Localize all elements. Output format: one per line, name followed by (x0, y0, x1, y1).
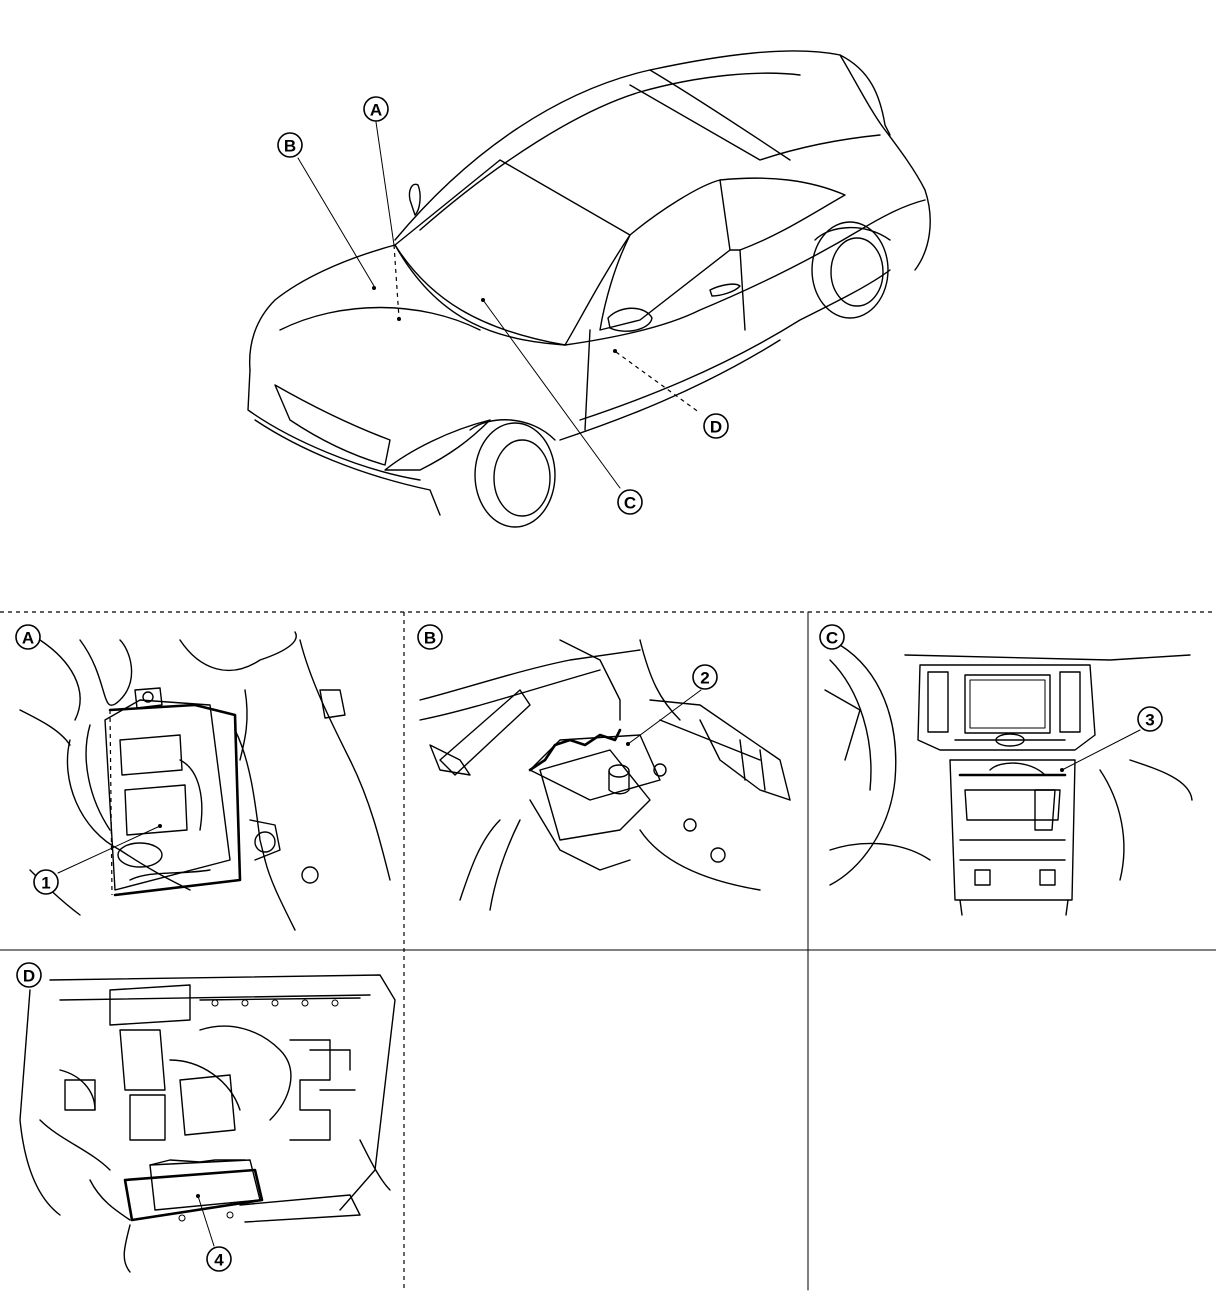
panel-A-illustration (19, 631, 391, 931)
panel-C: C 3 (819, 624, 1193, 916)
panel-C-label: C (819, 624, 845, 650)
panel-B-label: B (417, 624, 443, 650)
svg-text:D: D (23, 967, 35, 986)
svg-text:4: 4 (214, 1251, 224, 1270)
panel-D-illustration (19, 974, 396, 1273)
panel-C-illustration (824, 644, 1193, 916)
svg-text:C: C (624, 494, 636, 513)
component-3-callout: 3 (1137, 706, 1163, 732)
panel-D: D 4 (16, 962, 396, 1273)
panel-B-illustration (419, 639, 791, 911)
svg-text:B: B (424, 629, 436, 648)
svg-text:D: D (710, 418, 722, 437)
panel-empty-2 (810, 952, 1214, 1288)
panel-grid (0, 611, 1216, 1291)
panel-A: A 1 (15, 624, 391, 931)
callout-A: A (363, 96, 389, 122)
callout-C: C (617, 489, 643, 515)
svg-text:3: 3 (1145, 711, 1154, 730)
callout-B: B (277, 132, 303, 158)
component-4-callout: 4 (206, 1246, 232, 1272)
panel-empty-1 (406, 952, 806, 1288)
component-1-callout: 1 (33, 869, 59, 895)
panel-D-label: D (16, 962, 42, 988)
svg-text:1: 1 (41, 874, 50, 893)
overview-leaders (297, 121, 701, 489)
callout-D: D (703, 413, 729, 439)
panel-B: B 2 (417, 624, 791, 911)
svg-text:2: 2 (700, 669, 709, 688)
svg-text:C: C (826, 629, 838, 648)
component-2-callout: 2 (692, 664, 718, 690)
svg-text:A: A (22, 629, 34, 648)
svg-text:A: A (370, 101, 382, 120)
panel-A-label: A (15, 624, 41, 650)
car-overview (247, 50, 931, 528)
svg-text:B: B (284, 137, 296, 156)
